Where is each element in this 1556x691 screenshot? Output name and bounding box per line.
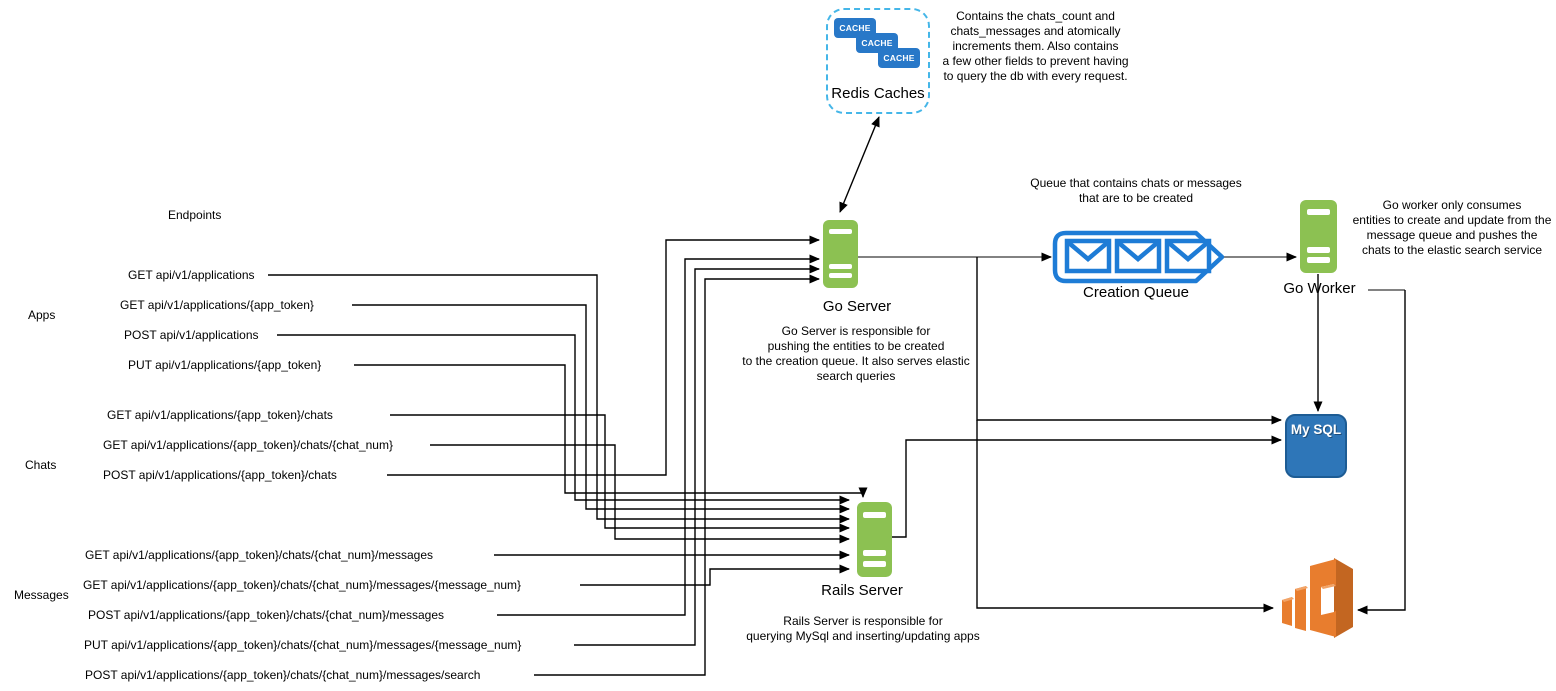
creation-queue-note: Queue that contains chats or messages th… (1030, 176, 1242, 205)
group-label-apps: Apps (28, 308, 56, 322)
endpoint-get-applications: GET api/v1/applications (128, 268, 255, 282)
endpoint-connectors (268, 235, 868, 676)
go-server-label: Go Server (822, 298, 892, 315)
endpoint-put-application: PUT api/v1/applications/{app_token} (128, 358, 322, 372)
group-label-chats: Chats (25, 458, 57, 472)
mysql-label: My SQL (1290, 422, 1342, 437)
rails-server-note: Rails Server is responsible for querying… (746, 614, 980, 643)
rails-server-icon[interactable] (857, 502, 892, 577)
endpoint-put-message: PUT api/v1/applications/{app_token}/chat… (84, 638, 522, 652)
endpoint-get-message: GET api/v1/applications/{app_token}/chat… (83, 578, 522, 592)
service-connectors (839, 116, 1406, 615)
endpoint-post-messages: POST api/v1/applications/{app_token}/cha… (88, 608, 445, 622)
endpoints-header: Endpoints (168, 208, 222, 222)
endpoint-post-applications: POST api/v1/applications (124, 328, 259, 342)
go-worker-note: Go worker only consumes entities to crea… (1352, 198, 1552, 257)
endpoint-get-application: GET api/v1/applications/{app_token} (120, 298, 314, 312)
rails-server-label: Rails Server (821, 582, 903, 599)
redis-caches-node[interactable]: CACHE CACHE CACHE (826, 8, 930, 114)
endpoint-post-chats: POST api/v1/applications/{app_token}/cha… (103, 468, 337, 482)
elastic-search-icon[interactable] (1280, 552, 1356, 644)
endpoint-get-chats: GET api/v1/applications/{app_token}/chat… (107, 408, 333, 422)
go-server-note: Go Server is responsible for pushing the… (742, 324, 970, 383)
endpoint-get-messages: GET api/v1/applications/{app_token}/chat… (85, 548, 434, 562)
group-label-messages: Messages (14, 588, 69, 602)
go-worker-label: Go Worker (1283, 280, 1356, 297)
cache-chip-icon: CACHE (878, 48, 920, 68)
creation-queue-label: Creation Queue (1083, 284, 1189, 301)
redis-note: Contains the chats_count and chats_messa… (942, 9, 1129, 83)
redis-caches-label: Redis Caches (831, 85, 925, 102)
creation-queue-icon[interactable] (1050, 226, 1230, 290)
endpoint-get-chat: GET api/v1/applications/{app_token}/chat… (103, 438, 393, 452)
go-worker-icon[interactable] (1300, 200, 1337, 273)
mysql-icon[interactable]: My SQL (1285, 414, 1347, 478)
endpoint-post-messages-search: POST api/v1/applications/{app_token}/cha… (85, 668, 481, 682)
go-server-icon[interactable] (823, 220, 858, 288)
envelope-icon (1064, 238, 1212, 274)
